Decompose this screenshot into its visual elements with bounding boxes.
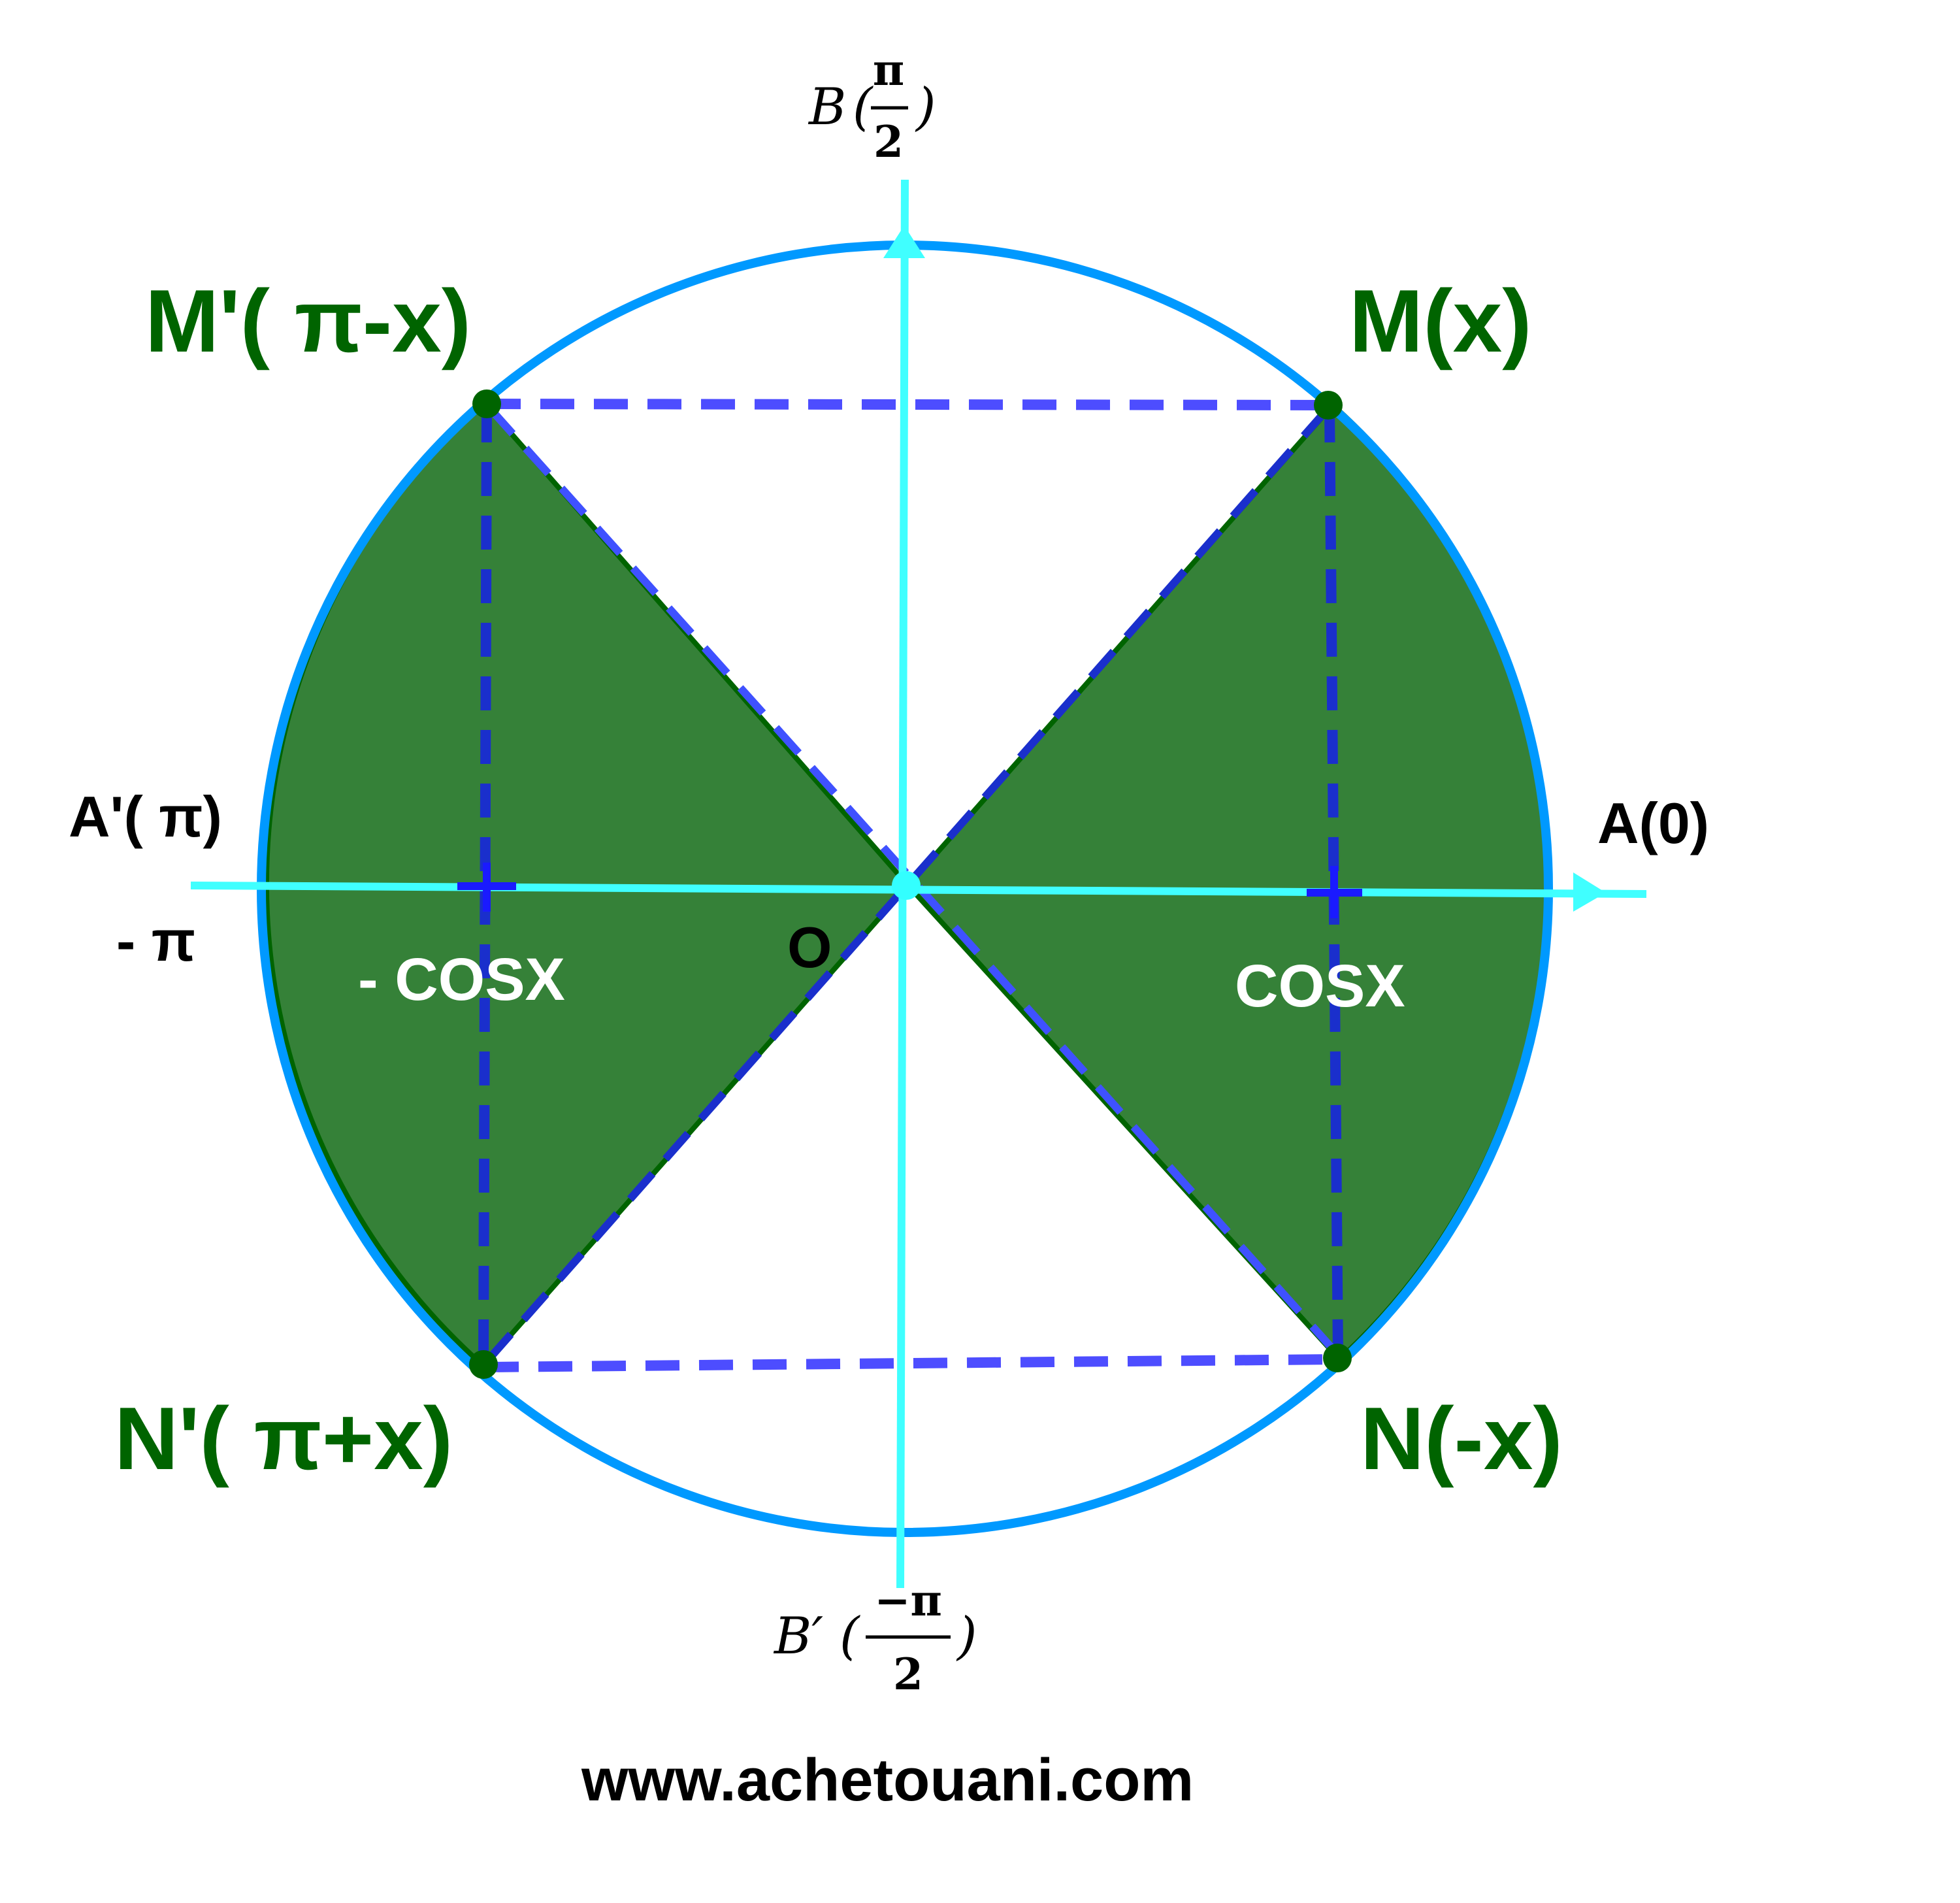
point-n	[1323, 1344, 1352, 1372]
svg-text:π: π	[873, 44, 904, 95]
label-a-prime: A'( π)	[69, 784, 222, 849]
label-n-prime: N'( π+x)	[114, 1389, 453, 1488]
svg-text:(: (	[840, 1607, 860, 1666]
label-m: M(x)	[1349, 271, 1532, 371]
label-n: N(-x)	[1360, 1389, 1563, 1488]
svg-text:B′: B′	[773, 1607, 823, 1666]
svg-text:(: (	[853, 78, 874, 137]
point-m	[1314, 391, 1343, 420]
label-a: A(0)	[1597, 791, 1709, 855]
label-minus-pi: - π	[116, 908, 195, 973]
tick-marks	[457, 863, 1362, 918]
label-minus-cosx: - COSX	[358, 946, 565, 1013]
svg-text:): )	[915, 78, 936, 137]
label-b: B ( π 2 )	[808, 44, 936, 167]
origin-point	[892, 871, 921, 900]
x-axis-arrow-icon	[1573, 872, 1606, 912]
y-axis-arrow-icon	[883, 225, 925, 258]
dash-bottom	[484, 1354, 1339, 1372]
svg-text:B: B	[808, 78, 846, 137]
svg-text:2: 2	[893, 1649, 923, 1700]
svg-text:): )	[956, 1607, 977, 1666]
point-m-prime	[472, 389, 501, 418]
label-cosx: COSX	[1235, 953, 1405, 1019]
svg-text:−π: −π	[874, 1575, 942, 1626]
dash-top	[486, 399, 1330, 410]
svg-text:2: 2	[874, 116, 904, 167]
label-b-prime: B′ ( −π 2 )	[773, 1575, 977, 1700]
label-origin: O	[787, 915, 832, 980]
footer-url: www.achetouani.com	[581, 1747, 1194, 1813]
dashed-lines	[478, 399, 1343, 1372]
point-n-prime	[469, 1350, 498, 1379]
label-m-prime: M'( π-x)	[145, 271, 471, 371]
